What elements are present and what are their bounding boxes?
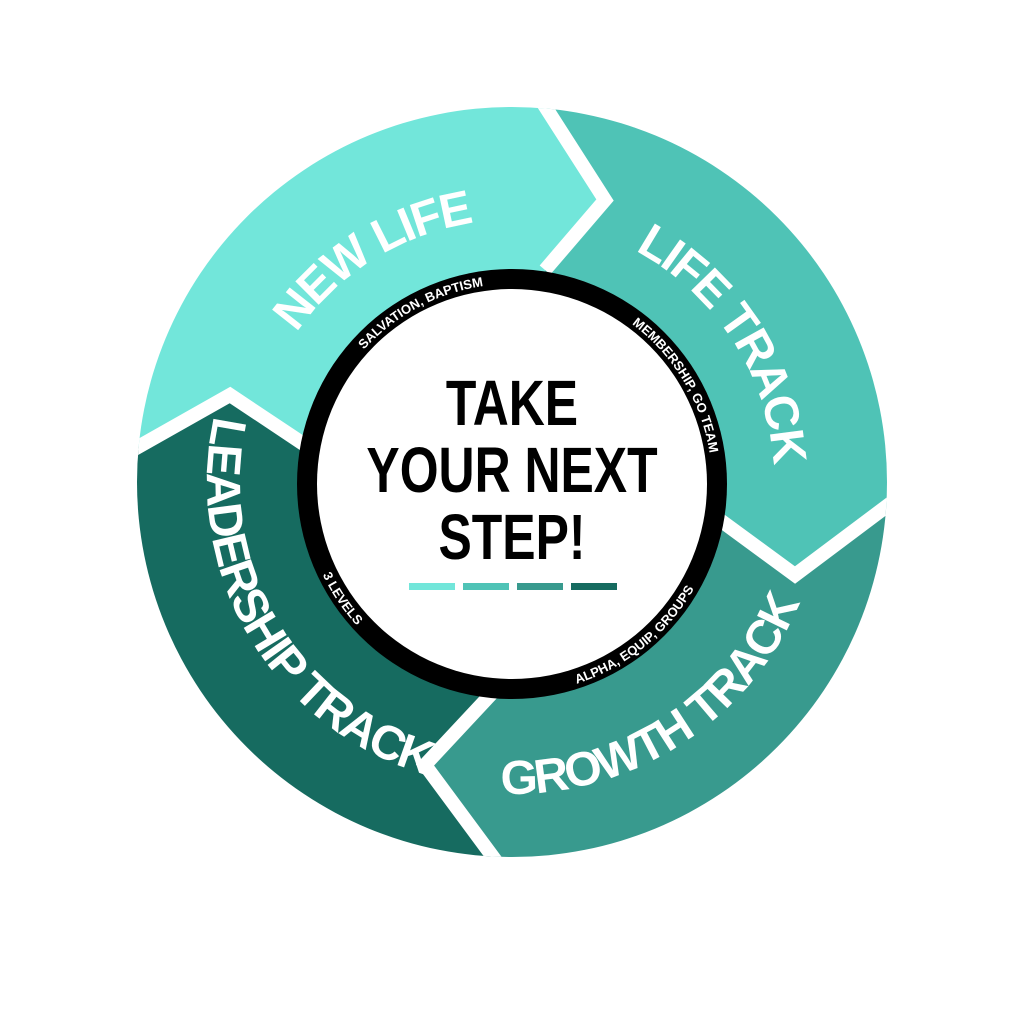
legend-bar-new-life (409, 583, 455, 590)
legend-bar-life-track (463, 583, 509, 590)
center-disc (317, 289, 707, 679)
legend-bar-leadership-track (571, 583, 617, 590)
color-legend-bars (409, 583, 617, 590)
chevron-divider (519, 107, 614, 275)
chevron-divider (137, 386, 309, 467)
center-title-line-1: TAKE (446, 368, 578, 439)
center-title: TAKE YOUR NEXT STEP! (366, 368, 657, 573)
center-title-line-2: YOUR NEXT (366, 435, 657, 506)
chevron-divider (715, 479, 887, 584)
legend-bar-growth-track (517, 583, 563, 590)
chevron-divider (415, 685, 516, 857)
center-title-line-3: STEP! (439, 502, 586, 573)
